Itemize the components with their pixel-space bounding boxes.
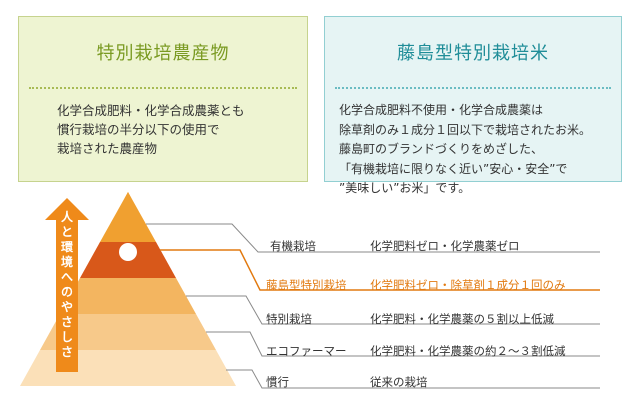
arrow-char: 境 xyxy=(60,255,73,269)
tier-label-conventional: 慣行 xyxy=(266,375,289,389)
tier-label-eco-farmer: エコファーマー xyxy=(266,344,347,358)
tier-label-organic: 有機栽培 xyxy=(270,239,316,253)
arrow-char: さ xyxy=(60,315,73,329)
arrow-shaft xyxy=(56,220,78,372)
fujishima-rice-title: 藤島型特別栽培米 xyxy=(397,43,549,64)
special-cultivation-card: 特別栽培農産物 化学合成肥料・化学合成農薬とも 慣行栽培の半分以下の使用で 栽培… xyxy=(18,16,308,182)
card-divider xyxy=(29,87,297,89)
fujishima-rice-description: 化学合成肥料不使用・化学合成農薬は 除草剤のみ１成分１回以下で栽培されたお米。 … xyxy=(339,101,611,199)
cultivation-pyramid xyxy=(20,192,600,389)
tier-eco-farmer xyxy=(40,314,216,350)
tier-special xyxy=(60,278,196,314)
description-line: 除草剤のみ１成分１回以下で栽培されたお米。 xyxy=(339,122,592,137)
description-line: ”美味しい”お米」です。 xyxy=(339,181,471,195)
connector-line-fujishima xyxy=(160,249,600,291)
special-cultivation-description: 化学合成肥料・化学合成農薬とも 慣行栽培の半分以下の使用で 栽培された農産物 xyxy=(57,101,297,158)
arrow-char: や xyxy=(60,300,73,314)
description-line: 化学合成肥料不使用・化学合成農薬は xyxy=(339,103,544,117)
arrow-char: と xyxy=(60,225,73,239)
tier-label-fujishima: 藤島型特別栽培 xyxy=(266,278,347,292)
description-line: 藤島町のブランドづくりをめざした、 xyxy=(339,142,544,156)
tier-desc-eco-farmer: 化学肥料・化学農薬の約２～３割低減 xyxy=(370,344,566,358)
arrow-char: の xyxy=(60,285,73,299)
connector-line-organic xyxy=(146,223,600,253)
arrow-char: 環 xyxy=(60,240,73,254)
arrow-char: へ xyxy=(60,270,73,284)
arrow-char: し xyxy=(60,330,73,344)
connector-line-eco-farmer xyxy=(206,331,600,357)
card-divider xyxy=(335,87,611,89)
description-line: 「有機栽培に限りなく近い”安心・安全”で xyxy=(339,161,568,176)
connector-line-special xyxy=(186,295,600,325)
tier-desc-conventional: 従来の栽培 xyxy=(370,375,428,389)
tier-conventional xyxy=(20,350,236,386)
description-line: 化学合成肥料・化学合成農薬とも xyxy=(57,103,245,118)
tier-desc-fujishima: 化学肥料ゼロ・除草剤１成分１回のみ xyxy=(370,278,566,292)
arrow-char: 人 xyxy=(60,210,73,224)
arrow-up-icon xyxy=(45,198,89,220)
tier-desc-organic: 化学肥料ゼロ・化学農薬ゼロ xyxy=(370,239,520,253)
fujishima-marker-icon xyxy=(119,243,137,261)
description-line: 栽培された農産物 xyxy=(57,141,158,156)
connector-line-conventional xyxy=(226,369,600,389)
tier-label-special: 特別栽培 xyxy=(266,312,312,326)
tier-organic-upper xyxy=(100,192,156,242)
description-line: 慣行栽培の半分以下の使用で xyxy=(57,122,220,137)
special-cultivation-title: 特別栽培農産物 xyxy=(96,43,230,64)
arrow-char: さ xyxy=(60,345,73,359)
tier-desc-special: 化学肥料・化学農薬の５割以上低減 xyxy=(370,312,554,326)
fujishima-rice-card: 藤島型特別栽培米 化学合成肥料不使用・化学合成農薬は 除草剤のみ１成分１回以下で… xyxy=(324,16,622,195)
arrow-caption: 人 と 環 境 へ の や さ し さ xyxy=(57,210,77,360)
